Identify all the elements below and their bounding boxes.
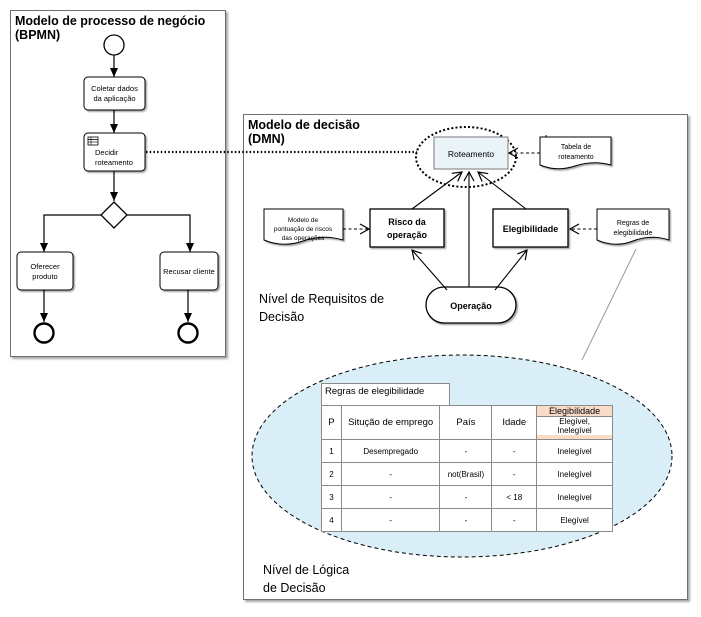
decision-eligibility-label: Elegibilidade bbox=[503, 224, 559, 234]
information-requirement bbox=[411, 171, 463, 210]
dmn-title: Modelo de decisão (DMN) bbox=[248, 118, 360, 146]
task-collect-label-2: da aplicação bbox=[93, 94, 135, 103]
table-header-row: P Situção de emprego País Idade Elegibil… bbox=[321, 405, 613, 440]
table-row: 2 - not(Brasil) - Inelegível bbox=[321, 462, 613, 486]
output-values-1: Elegível, bbox=[537, 417, 612, 426]
information-requirement bbox=[477, 171, 527, 210]
knowledge-rules-label-1: Regras de bbox=[617, 220, 649, 227]
task-refuse-client bbox=[159, 251, 219, 291]
task-decide-label-1: Decidir bbox=[95, 148, 119, 157]
table-row: 3 - - < 18 Inelegível bbox=[321, 485, 613, 509]
sequence-flow-refuse bbox=[127, 214, 194, 252]
knowledge-routing-label-1: Tabela de bbox=[561, 144, 591, 151]
business-rule-icon bbox=[87, 136, 99, 146]
information-requirement bbox=[411, 249, 448, 291]
end-event bbox=[33, 322, 55, 344]
knowledge-source-routing-table bbox=[539, 136, 612, 170]
decision-eligibility bbox=[492, 208, 569, 248]
output-values-2: Inelegível bbox=[537, 426, 612, 435]
header-p: P bbox=[321, 405, 342, 440]
table-row: 4 - - - Elegível bbox=[321, 508, 613, 532]
level-logic-label-2: de Decisão bbox=[263, 581, 326, 595]
level-requirements-label-2: Decisão bbox=[259, 310, 304, 324]
knowledge-risk-label-3: das operações bbox=[282, 235, 325, 242]
level-logic-label-1: Nível de Lógica bbox=[263, 563, 349, 577]
table-row: 1 Desempregado - - Inelegível bbox=[321, 439, 613, 463]
rules-table-title: Regras de elegibilidade bbox=[321, 383, 450, 405]
knowledge-rules-label-2: elegibilidade bbox=[614, 230, 653, 237]
knowledge-risk-label-1: Modelo de bbox=[288, 217, 319, 224]
eligibility-rules-table: P Situção de emprego País Idade Elegibil… bbox=[321, 405, 613, 532]
decision-routing bbox=[433, 136, 509, 170]
header-employment: Situção de emprego bbox=[340, 405, 441, 440]
knowledge-source-eligibility-rules bbox=[596, 208, 670, 245]
output-name: Elegibilidade bbox=[537, 406, 612, 417]
input-operation-label: Operação bbox=[450, 301, 492, 311]
knowledge-source-risk-model bbox=[263, 208, 344, 245]
header-output: Elegibilidade Elegível, Inelegível bbox=[536, 405, 613, 440]
task-refuse-label: Recusar cliente bbox=[163, 267, 215, 276]
exclusive-gateway bbox=[100, 201, 128, 229]
sequence-flow-offer bbox=[40, 214, 101, 252]
task-offer-label-2: produto bbox=[32, 272, 57, 281]
knowledge-routing-label-2: roteamento bbox=[558, 154, 594, 161]
start-event bbox=[103, 34, 125, 56]
knowledge-risk-label-2: pontuação de riscos bbox=[274, 226, 333, 233]
end-event bbox=[177, 322, 199, 344]
input-data-operation bbox=[425, 286, 517, 324]
decision-risk bbox=[369, 208, 445, 248]
information-requirement bbox=[494, 249, 528, 291]
task-offer-product bbox=[16, 251, 74, 291]
decision-risk-label-2: operação bbox=[387, 230, 428, 240]
header-country: País bbox=[439, 405, 493, 440]
bpmn-title: Modelo de processo de negócio (BPMN) bbox=[15, 14, 206, 42]
task-decide-label-2: roteamento bbox=[95, 158, 133, 167]
bpmn-panel bbox=[10, 10, 226, 357]
task-collect-label-1: Coletar dados bbox=[91, 84, 138, 93]
zoom-connector-line bbox=[581, 248, 637, 361]
level-requirements-label-1: Nível de Requisitos de bbox=[259, 292, 384, 306]
decision-risk-label-1: Risco da bbox=[388, 217, 427, 227]
header-age: Idade bbox=[491, 405, 538, 440]
decision-routing-label: Roteamento bbox=[448, 149, 495, 159]
task-offer-label-1: Oferecer bbox=[30, 262, 60, 271]
